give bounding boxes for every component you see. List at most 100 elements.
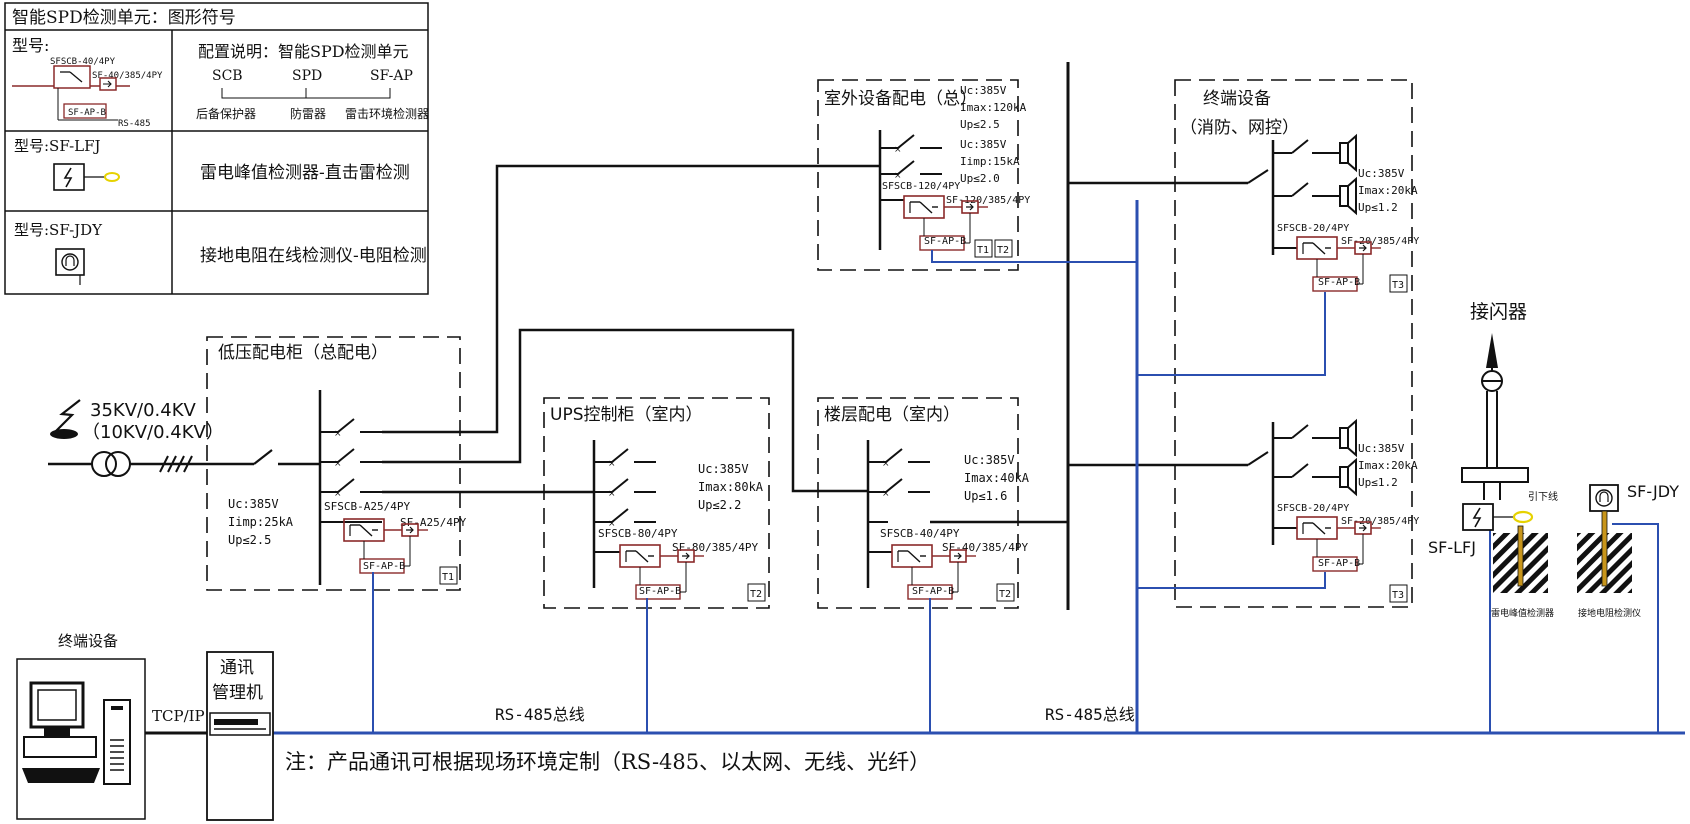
panel-terminal-apb-b: SF-AP-B [1318, 558, 1360, 569]
keyboard-icon [22, 768, 100, 783]
legend-jdy-icon [55, 248, 85, 276]
panel-ups-spd: SF-80/385/4PY [672, 541, 758, 554]
feeder-lines [382, 164, 1068, 524]
panel-terminal-class: T3 [1392, 280, 1404, 291]
comm-manager-line1: 通讯 [220, 658, 254, 678]
panel-terminal-scb: SFSCB-20/4PY [1277, 223, 1349, 234]
legend-model-label: 型号: [12, 36, 49, 55]
panel-terminal-spd: SF-20/385/4PY [1341, 236, 1419, 247]
panel-outdoor-uc1: Uc:385V [960, 84, 1007, 97]
legend-apb: SF-AP-B [68, 108, 106, 118]
legend-rs485: RS-485 [118, 119, 151, 129]
pc-frame [16, 658, 146, 820]
panel-floor-imax: Imax:40kA [964, 471, 1030, 485]
panel-outdoor-class2: T2 [997, 245, 1009, 256]
panel-floor-scb: SFSCB-40/4PY [880, 527, 960, 540]
panel-ups-imax: Imax:80kA [698, 480, 764, 494]
ground-rod-lfj [1517, 525, 1524, 587]
panel-terminal-spd-b: SF-20/385/4PY [1341, 516, 1419, 527]
panel-terminal-imax-b: Imax:20kA [1358, 459, 1418, 472]
panel-ups: UPS控制柜（室内） Uc:385V Imax:80kA Up≤2.2 SFSC… [543, 397, 770, 609]
rod-label: 接闪器 [1470, 301, 1527, 323]
legend-table: 智能SPD检测单元：图形符号 型号: SFSCB-40/4PY SF-40/38… [4, 2, 429, 295]
panel-floor-apb: SF-AP-B [912, 586, 954, 597]
source-icon [50, 429, 78, 439]
panel-main-lv-iimp: Iimp:25kA [228, 515, 294, 529]
jdy-label: SF-JDY [1627, 482, 1679, 501]
legend-config-title: 配置说明：智能SPD检测单元 [198, 42, 409, 61]
panel-ups-title: UPS控制柜（室内） [550, 405, 703, 425]
legend-lfj-desc: 雷电峰值检测器-直击雷检测 [200, 163, 410, 183]
legend-scb-model: SFSCB-40/4PY [50, 57, 116, 67]
pc-case-icon [23, 736, 97, 758]
panel-terminal-uc: Uc:385V [1358, 167, 1405, 180]
panel-terminal-apb: SF-AP-B [1318, 277, 1360, 288]
legend-title: 智能SPD检测单元：图形符号 [12, 8, 236, 28]
panel-outdoor: 室外设备配电（总） Uc:385V Imax:120kA Up≤2.5 Uc:3… [817, 79, 1030, 271]
panel-outdoor-imax1: Imax:120kA [960, 101, 1027, 114]
panel-terminal-subtitle: （消防、网控） [1180, 118, 1299, 138]
rs485-label-right: RS-485总线 [1045, 705, 1135, 724]
legend-col1-name: 后备保护器 [196, 107, 256, 121]
legend-lfj-model: 型号:SF-LFJ [14, 137, 101, 155]
panel-terminal-up: Up≤1.2 [1358, 201, 1398, 214]
transformer-ratio: 35KV/0.4KV [90, 400, 197, 421]
panel-outdoor-title: 室外设备配电（总） [824, 89, 977, 109]
comm-manager-box [206, 651, 274, 821]
legend-col3-name: 雷击环境检测器 [345, 106, 429, 121]
panel-floor-uc: Uc:385V [964, 453, 1015, 467]
rs485-bus [145, 200, 1685, 735]
legend-jdy-model: 型号:SF-JDY [14, 221, 103, 239]
panel-terminal-title: 终端设备 [1203, 89, 1271, 109]
transformer-coil-1 [91, 451, 117, 477]
pc-terminal-label: 终端设备 [58, 632, 118, 650]
panel-floor-title: 楼层配电（室内） [824, 405, 960, 425]
panel-floor-class: T2 [999, 589, 1011, 600]
legend-scb-symbol [53, 65, 91, 89]
legend-spd-model: SF-40/385/4PY [92, 71, 163, 81]
ground-rod-jdy [1601, 510, 1608, 587]
tcpip-label: TCP/IP [152, 707, 205, 725]
panel-terminal: 终端设备 （消防、网控） Uc:385V Imax:20kA Up≤1.2 SF… [1066, 62, 1419, 610]
panel-ups-apb: SF-AP-B [639, 586, 681, 597]
panel-floor-up: Up≤1.6 [964, 489, 1007, 503]
jdy-icon [1589, 484, 1619, 512]
panel-outdoor-up2: Up≤2.0 [960, 172, 1000, 185]
panel-main-lv-uc: Uc:385V [228, 497, 279, 511]
panel-main-lv-spd: SF-A25/4PY [400, 516, 467, 529]
rod-base [1461, 467, 1529, 483]
lfj-icon [1462, 503, 1494, 531]
legend-apb-symbol [63, 103, 107, 119]
legend-col2-name: 防雷器 [290, 106, 326, 121]
panel-ups-uc: Uc:385V [698, 462, 749, 476]
speaker-icon [1339, 457, 1357, 497]
down-conductor-label: 引下线 [1528, 490, 1558, 503]
panel-ups-up: Up≤2.2 [698, 498, 741, 512]
legend-ring-icon [104, 172, 120, 182]
panel-ups-scb: SFSCB-80/4PY [598, 527, 678, 540]
legend-jdy-desc: 接地电阻在线检测仪-电阻检测 [200, 246, 427, 266]
panel-terminal-scb-b: SFSCB-20/4PY [1277, 503, 1349, 514]
rs485-label-left: RS-485总线 [495, 705, 585, 724]
panel-main-lv-scb: SFSCB-A25/4PY [324, 500, 410, 513]
panel-ups-class: T2 [750, 589, 762, 600]
panel-outdoor-spd: SF-120/385/4PY [946, 195, 1030, 206]
lfj-caption: 雷电峰值检测器 [1491, 607, 1554, 619]
speaker-icon [1339, 133, 1357, 173]
comm-note: 注：产品通讯可根据现场环境定制（RS-485、以太网、无线、光纤） [285, 750, 930, 774]
panel-terminal-imax: Imax:20kA [1358, 184, 1418, 197]
comms-section: 终端设备 TCP/IP 通讯 管理机 RS-485总线 RS-485总线 注：产… [16, 632, 1135, 821]
panel-main-lv-apb: SF-AP-B [363, 561, 405, 572]
panel-floor: 楼层配电（室内） Uc:385V Imax:40kA Up≤1.6 SFSCB-… [817, 397, 1030, 609]
panel-outdoor-class1: T1 [977, 245, 989, 256]
ring-sensor-icon [1512, 510, 1534, 524]
panel-main-lv-up: Up≤2.5 [228, 533, 271, 547]
panel-terminal-up-b: Up≤1.2 [1358, 476, 1398, 489]
tower-icon [103, 699, 131, 785]
legend-col1-code: SCB [212, 68, 243, 84]
panel-floor-spd: SF-40/385/4PY [942, 541, 1028, 554]
panel-main-lv-title: 低压配电柜（总配电） [218, 343, 388, 363]
jdy-caption: 接地电阻检测仪 [1578, 607, 1641, 619]
speaker-icon [1339, 176, 1357, 216]
